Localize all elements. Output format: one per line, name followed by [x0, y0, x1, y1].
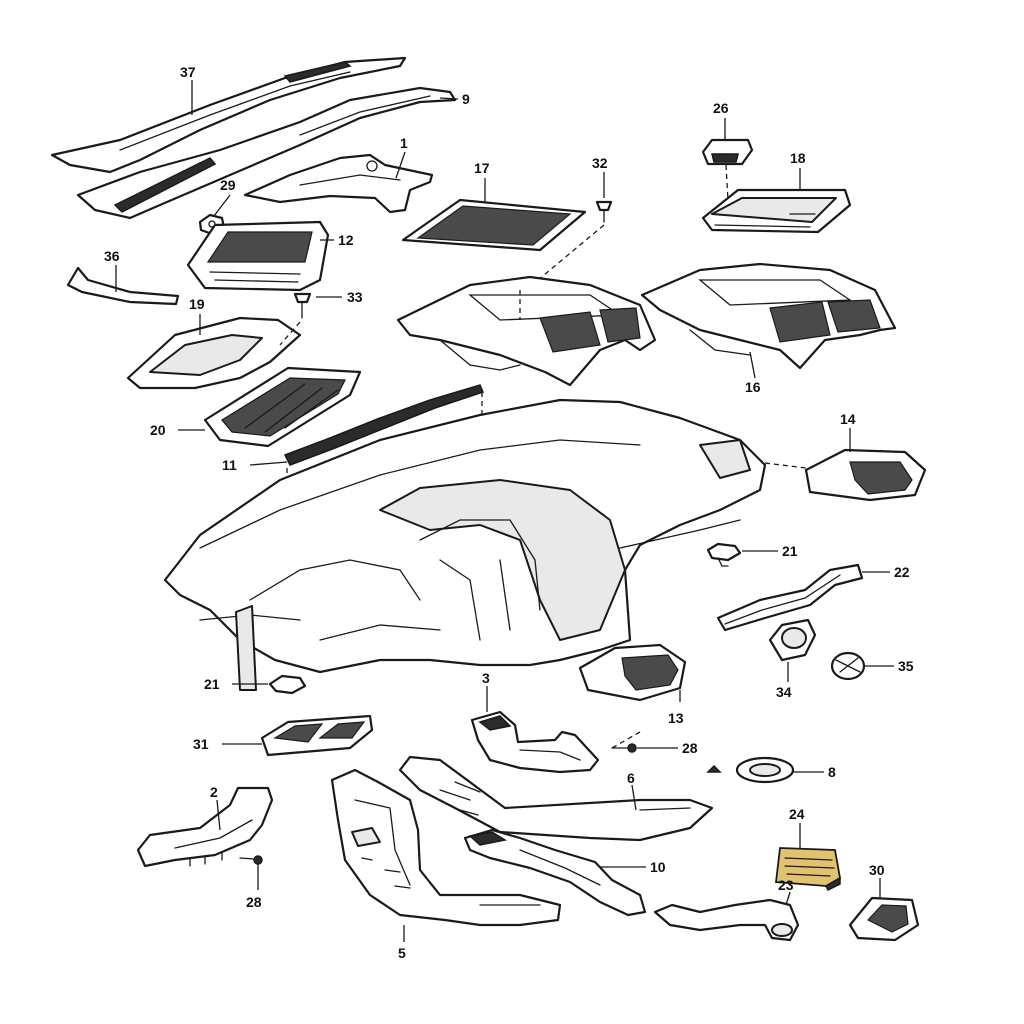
- part-10-middle-duct: [463, 828, 647, 917]
- part-5-floor-duct: [330, 768, 562, 927]
- callout-28a: 28: [246, 894, 262, 910]
- part-34-round-housing: [768, 618, 817, 662]
- part-28-screw-left: [239, 855, 263, 865]
- part-21-clip-right: [706, 542, 742, 567]
- part-31-twin-vent: [260, 714, 374, 757]
- part-3-duct-connector: [470, 710, 600, 774]
- part-9-defroster-panel: [76, 86, 457, 220]
- callout-37: 37: [180, 64, 196, 80]
- part-16-instrument-housing-right: [640, 262, 897, 370]
- part-21-clip-left: [268, 674, 307, 695]
- part-28-screw-right: [611, 743, 637, 753]
- callout-24: 24: [789, 806, 805, 822]
- callout-11: 11: [222, 457, 237, 473]
- part-18-module: [701, 188, 852, 234]
- callout-28b: 28: [682, 740, 698, 756]
- callout-21b: 21: [782, 543, 798, 559]
- callout-35: 35: [898, 658, 914, 674]
- part-12-vent-box: [186, 220, 330, 292]
- callout-31: 31: [193, 736, 209, 752]
- callout-1: 1: [400, 135, 408, 151]
- part-30-round-vent: [848, 896, 920, 942]
- callout-14: 14: [840, 411, 856, 427]
- callout-26: 26: [713, 100, 729, 116]
- callout-17: 17: [474, 160, 490, 176]
- part-19-trim-panel: [126, 316, 302, 390]
- part-1-side-cover: [243, 153, 434, 214]
- callout-9: 9: [462, 91, 470, 107]
- callout-12: 12: [338, 232, 354, 248]
- part-32-screw: [595, 200, 613, 223]
- part-instrument-housing-left: [396, 275, 657, 387]
- callout-32: 32: [592, 155, 608, 171]
- callout-8: 8: [828, 764, 836, 780]
- callout-36: 36: [104, 248, 120, 264]
- callout-29: 29: [220, 177, 236, 193]
- callout-21a: 21: [204, 676, 220, 692]
- part-37-trim-strip: [50, 56, 407, 174]
- part-26-connector: [701, 138, 754, 166]
- callout-30: 30: [869, 862, 885, 878]
- part-20-vent-frame: [203, 366, 362, 448]
- part-36-bracket: [66, 266, 180, 306]
- callout-3: 3: [482, 670, 490, 686]
- callout-13: 13: [668, 710, 684, 726]
- part-23-duct-elbow: [653, 898, 800, 942]
- part-35-round-cap: [830, 651, 866, 681]
- callout-20: 20: [150, 422, 166, 438]
- callout-22: 22: [894, 564, 910, 580]
- part-11-defrost-grille: [283, 384, 485, 466]
- callout-16: 16: [745, 379, 761, 395]
- part-13-center-vent: [578, 643, 687, 702]
- callout-18: 18: [790, 150, 806, 166]
- callout-33: 33: [347, 289, 363, 305]
- part-14-side-vent: [804, 448, 927, 502]
- callout-5: 5: [398, 945, 406, 961]
- part-17-grille-panel: [401, 198, 587, 252]
- part-8-grommet: [706, 756, 795, 784]
- callout-19: 19: [189, 296, 205, 312]
- part-22-tube: [716, 563, 864, 632]
- part-6-long-duct: [398, 755, 714, 842]
- callout-10: 10: [650, 859, 666, 875]
- part-2-left-duct: [136, 786, 274, 868]
- callout-6: 6: [627, 770, 635, 786]
- part-24-highlighted-vent: [774, 847, 841, 892]
- callout-2: 2: [210, 784, 218, 800]
- callout-23: 23: [778, 877, 794, 893]
- part-main-dashboard: [163, 398, 767, 691]
- part-33-rivet: [293, 292, 312, 319]
- callout-34: 34: [776, 684, 792, 700]
